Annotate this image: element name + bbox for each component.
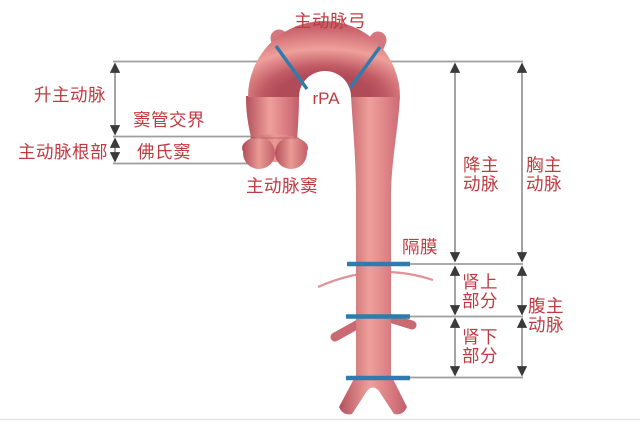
aortic-arch-label: 主动脉弓 (294, 12, 366, 32)
descending-aorta-tube (339, 96, 407, 415)
suprarenal-label-line1: 肾上 (462, 273, 498, 293)
diaphragm-label: 隔膜 (402, 238, 438, 258)
rpa-label: rPA (312, 89, 340, 108)
thoracic-aorta-label-line2: 动脉 (526, 175, 562, 195)
sinus-lobe-left (243, 137, 275, 169)
thoracic-aorta-label-line1: 胸主 (526, 156, 562, 176)
infrarenal-label-line1: 肾下 (462, 328, 498, 348)
aortic-arch-shape (248, 21, 400, 97)
arch-proximal-marker (274, 45, 309, 90)
arch-distal-marker (348, 45, 382, 90)
descending-aorta-label-line2: 动脉 (463, 175, 499, 195)
descending-aorta-label-line1: 降主 (463, 156, 499, 176)
suprarenal-label-line2: 部分 (462, 292, 498, 312)
ascending-aorta-tube (246, 96, 299, 141)
ascending-aorta-label: 升主动脉 (34, 86, 106, 106)
abdominal-aorta-label-line2: 动脉 (528, 316, 564, 336)
sinus-of-valsalva-label: 佛氏窦 (137, 143, 191, 163)
abdominal-aorta-label-line1: 腹主 (528, 297, 564, 317)
sinotubular-junction-label: 窦管交界 (133, 111, 205, 131)
infrarenal-label-line2: 部分 (462, 347, 498, 367)
sinus-lobe-right (275, 137, 307, 169)
aortic-root-label: 主动脉根部 (18, 143, 108, 163)
aortic-sinus-label: 主动脉窦 (246, 177, 318, 197)
